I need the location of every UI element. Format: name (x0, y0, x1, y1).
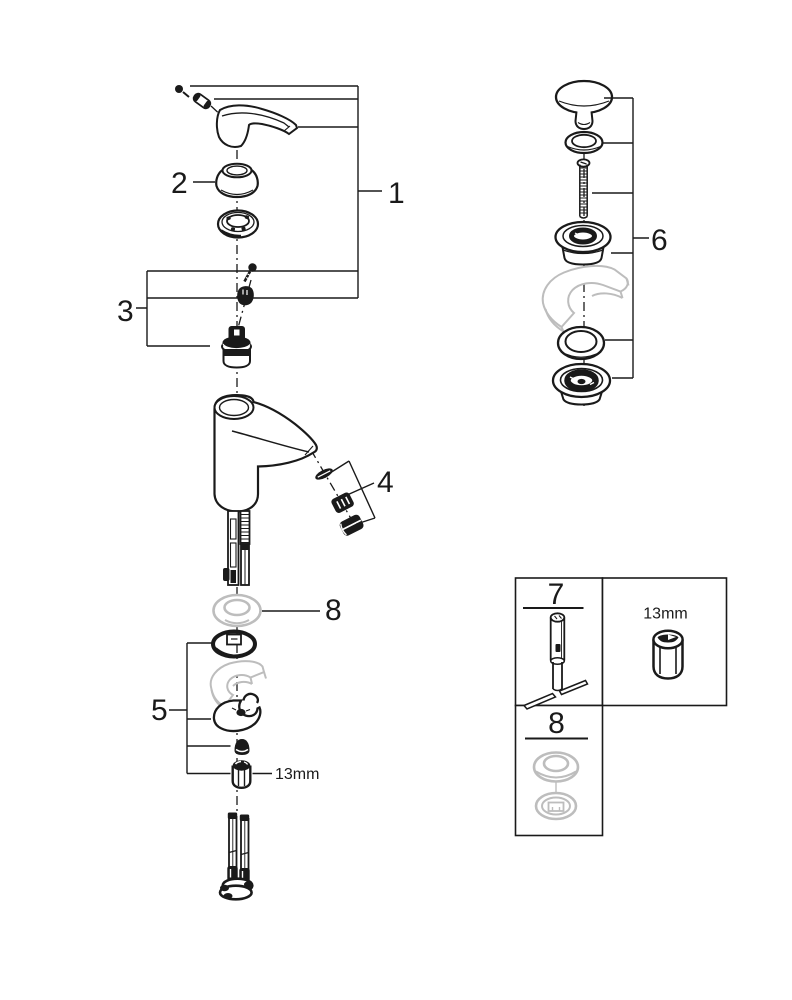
mounting-studs (223, 510, 251, 586)
supply-hoses (218, 812, 254, 901)
callout-2-label: 2 (171, 167, 188, 200)
callout-5-label: 5 (151, 694, 168, 727)
cartridge-screw (243, 263, 257, 283)
callout-8-label: 8 (325, 594, 342, 627)
aerator-insert (339, 514, 364, 536)
cartridge (221, 326, 252, 369)
mounting-tool (522, 612, 589, 710)
callout-1-bracket (190, 85, 382, 298)
callout-1-label: 1 (388, 177, 405, 210)
drain-flange (554, 220, 612, 266)
cartridge-adapter (237, 286, 254, 306)
drain-washer-ring (556, 325, 606, 361)
lever-handle (215, 104, 299, 148)
callout-5-bracket (169, 642, 231, 775)
legend-box7-number: 7 (548, 578, 565, 611)
flow-restrictor (331, 492, 354, 513)
drain-strainer (551, 362, 612, 406)
handle-pin (192, 92, 212, 110)
aerator-oring (315, 468, 333, 480)
legend-box8-number: 8 (548, 707, 565, 740)
handle-screw (175, 85, 190, 98)
legend-wrench-size-label: 13mm (643, 606, 687, 623)
callout-4-label: 4 (377, 466, 394, 499)
wrench-size-label: 13mm (275, 766, 319, 783)
callout-4-bracket (329, 460, 376, 525)
dome-nut (234, 739, 250, 755)
legend-seal-rings (532, 751, 580, 821)
hex-nut (231, 760, 252, 790)
retaining-ring (211, 629, 257, 659)
seal-ring-gray (212, 593, 262, 628)
bearing-ring (216, 209, 260, 239)
faucet-body (213, 394, 318, 513)
handle-cap (215, 162, 259, 199)
drain-plug-ring (564, 130, 604, 155)
mounting-clamp (212, 692, 262, 733)
drain-threaded-rod (576, 158, 591, 219)
sink-deck-cutaway-right (541, 264, 630, 333)
callout-6-label: 6 (651, 224, 668, 257)
drain-plug-cap (554, 79, 614, 131)
callout-3-label: 3 (117, 295, 134, 328)
socket-nut-13mm (652, 629, 684, 680)
callout-6-bracket (592, 97, 649, 379)
